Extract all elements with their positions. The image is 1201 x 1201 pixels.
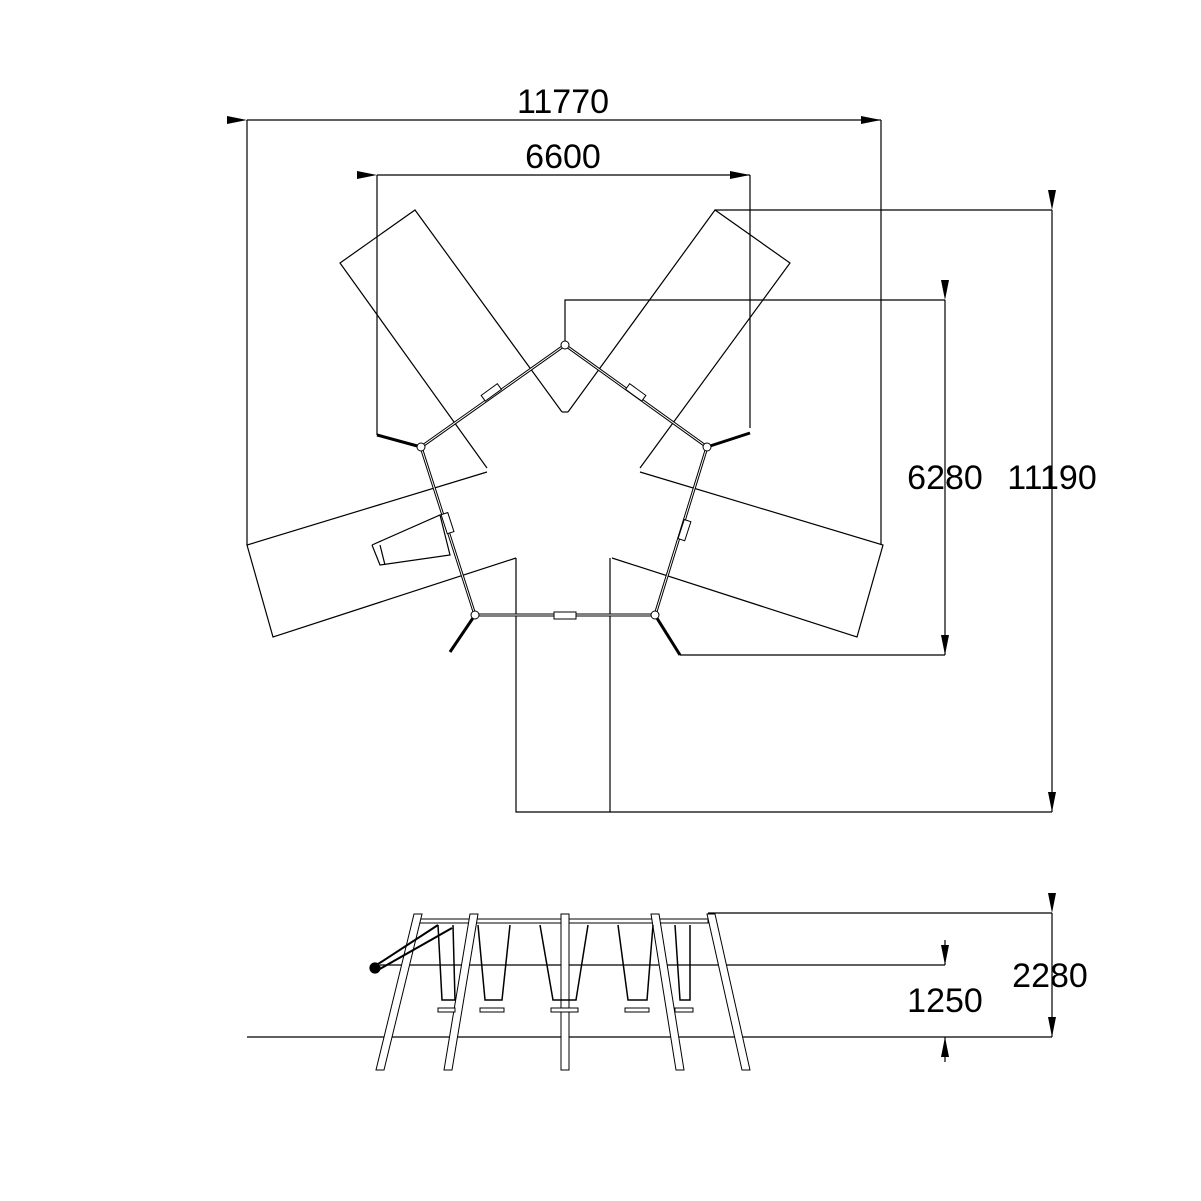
dimension-seat-height: 1250 [907,982,983,1020]
swing-frame [376,340,751,656]
extension-lines [246,120,1052,813]
plan-view: 11770 6600 6280 11190 [227,83,1097,813]
slide [371,514,451,566]
swing-set [369,913,751,1071]
dimension-lines [227,116,1056,812]
elevation-view: 2280 1250 [247,893,1088,1071]
dimension-overall-width: 11770 [517,83,609,121]
dimension-total-height: 2280 [1012,957,1088,995]
dimension-overall-depth: 11190 [1007,459,1097,497]
dimension-inner-width: 6600 [525,138,601,176]
dimension-inner-depth: 6280 [907,459,983,497]
height-dimensions [941,893,1056,1062]
safety-zones [246,209,884,813]
